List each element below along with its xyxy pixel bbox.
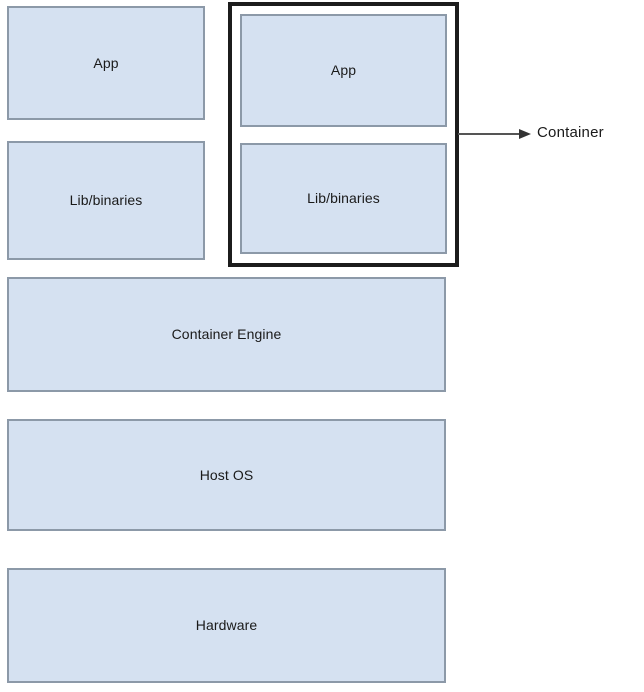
lib-binaries-box-left-label: Lib/binaries: [69, 192, 143, 209]
hardware-box-label: Hardware: [195, 617, 258, 634]
app-box-container-label: App: [330, 62, 357, 79]
container-engine-box-label: Container Engine: [171, 326, 282, 343]
app-box-left-label: App: [93, 54, 119, 71]
hardware-box: Hardware: [7, 568, 446, 683]
app-box-container: App: [240, 14, 447, 127]
container-annotation-arrow-icon: [458, 129, 531, 139]
app-box-left: App: [7, 6, 205, 120]
container-engine-box: Container Engine: [7, 277, 446, 392]
lib-binaries-box-container: Lib/binaries: [240, 143, 447, 254]
host-os-box: Host OS: [7, 419, 446, 531]
container-annotation-label: Container: [537, 124, 604, 141]
host-os-box-label: Host OS: [199, 466, 254, 483]
lib-binaries-box-container-label: Lib/binaries: [307, 190, 380, 207]
lib-binaries-box-left: Lib/binaries: [7, 141, 205, 260]
